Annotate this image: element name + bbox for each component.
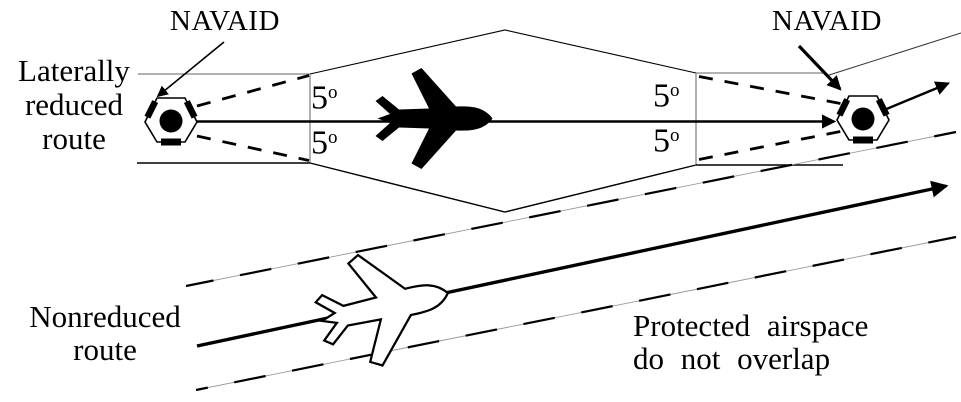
nonreduced-lower-boundary xyxy=(195,235,957,392)
navaid-label-right: NAVAID xyxy=(772,5,882,37)
angle-label-right-top: 5o xyxy=(653,77,680,115)
next-segment-boundary-line xyxy=(825,32,961,77)
nonreduced-route-label: Nonreduced route xyxy=(29,299,181,367)
reduced-route-group xyxy=(137,29,961,213)
left-navaid-box xyxy=(137,73,311,164)
angle-label-right-bottom: 5o xyxy=(653,122,680,160)
nonreduced-upper-boundary xyxy=(185,130,957,288)
protected-airspace-outline xyxy=(309,29,697,213)
angle-label-left-top: 5o xyxy=(311,79,338,117)
jet-silhouette-solid-icon xyxy=(375,68,493,169)
vortac-icon-left xyxy=(145,98,197,142)
splay-dashes-right xyxy=(698,75,844,161)
nonreduced-route-group xyxy=(185,130,957,392)
navaid-pointer-arrow-left xyxy=(156,41,225,98)
angle-label-left-bottom: 5o xyxy=(311,124,338,162)
navaid-label-left: NAVAID xyxy=(170,5,280,37)
navaid-pointer-arrow-right xyxy=(797,44,842,91)
splay-dashes-left xyxy=(196,74,310,162)
vortac-icon-right xyxy=(837,96,889,140)
jet-outline-icon xyxy=(306,236,462,378)
laterally-reduced-route-label: Laterally reduced route xyxy=(18,53,130,156)
protected-airspace-label: Protected airspace do not overlap xyxy=(633,308,869,376)
route-continuation-arrow xyxy=(883,81,950,112)
nonreduced-route-centerline xyxy=(196,180,949,348)
right-navaid-box xyxy=(695,72,843,166)
